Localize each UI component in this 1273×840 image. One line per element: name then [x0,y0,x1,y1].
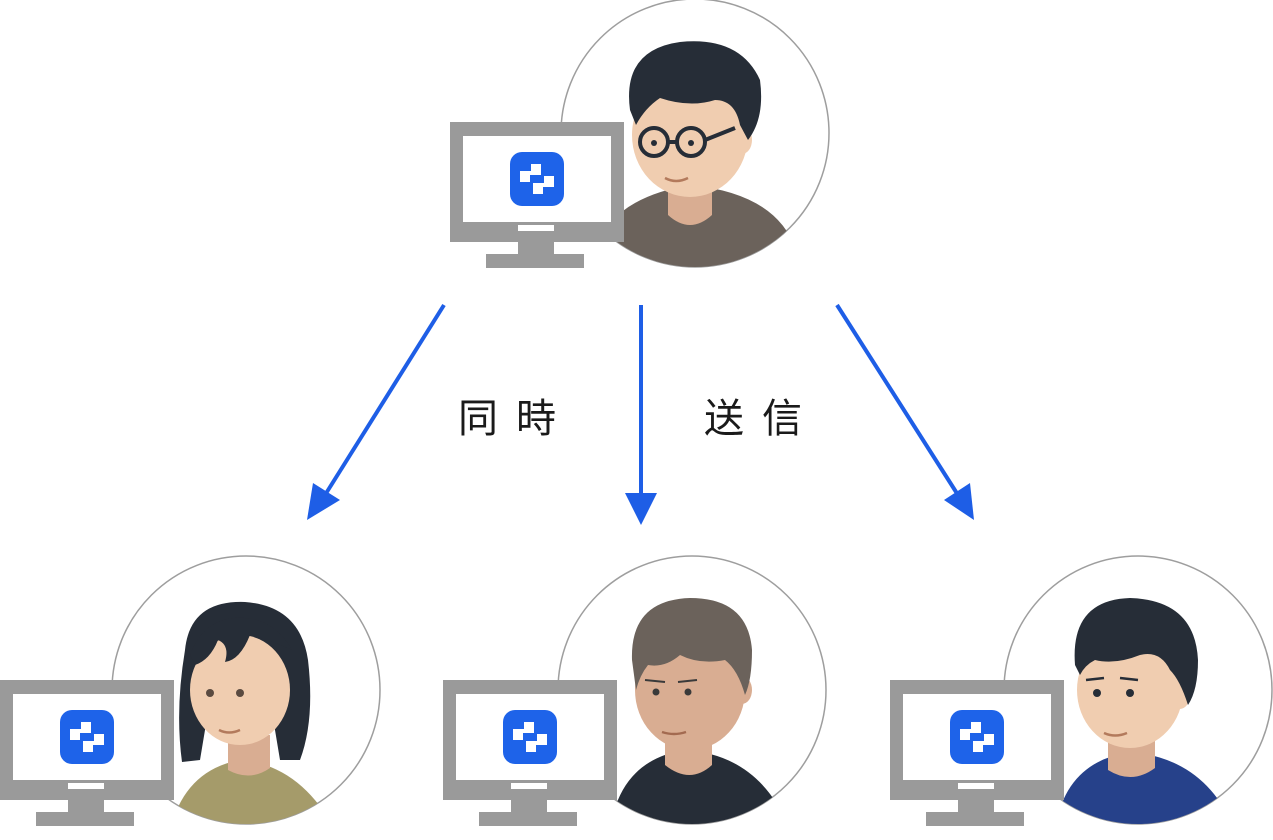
arrow-right [835,303,974,520]
recipient-3-person-icon [1003,555,1273,825]
recipient-2-monitor-icon [443,680,617,826]
recipient-1-person-icon [111,555,381,825]
recipient-1-monitor-icon [0,680,174,826]
sender-person-icon [560,0,830,268]
recipient-3-monitor-icon [890,680,1064,826]
label-send: 送信 [704,396,820,442]
arrow-center [625,305,657,525]
arrow-left [307,303,446,520]
sender-monitor-icon [450,122,624,268]
label-simultaneous: 同時 [458,396,574,442]
recipient-2-person-icon [557,555,827,825]
